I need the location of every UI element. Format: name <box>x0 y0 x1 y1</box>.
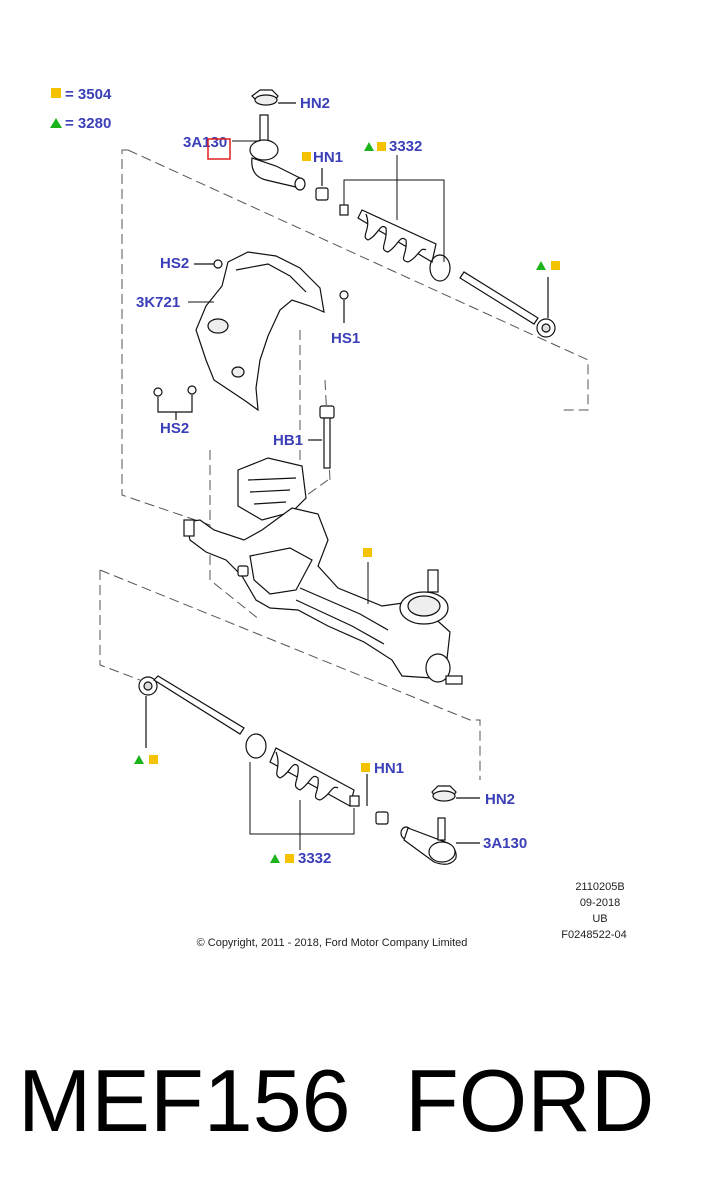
hn1-top-square-icon <box>302 152 311 161</box>
meta-line-3: UB <box>592 913 607 925</box>
inner-rod-bottom-square-icon <box>149 755 158 764</box>
nut-hn1-bottom <box>366 774 389 825</box>
label-hs2-top: HS2 <box>160 255 189 272</box>
label-3a130-top: 3A130 <box>183 134 227 151</box>
tie-rod-end-bottom <box>400 817 480 865</box>
inner-rod-top-triangle-icon <box>536 261 546 270</box>
steering-gear-housing <box>183 457 463 685</box>
meta-line-2: 09-2018 <box>580 897 620 909</box>
screw-hs2-top <box>194 259 223 269</box>
3332-bottom-square-icon <box>285 854 294 863</box>
legend-triangle-icon <box>50 118 62 128</box>
label-hn2-bottom: HN2 <box>485 791 515 808</box>
label-hs1: HS1 <box>331 330 360 347</box>
bolt-hb1 <box>308 405 335 469</box>
nut-hn1-top <box>315 168 329 201</box>
drawing-metadata: 2110205B 09-2018 UB F0248522-04 <box>561 881 626 941</box>
inner-tie-rod-top <box>459 271 556 338</box>
label-hb1: HB1 <box>273 432 303 449</box>
label-hn2-top: HN2 <box>300 95 330 112</box>
screw-hs1 <box>339 290 349 323</box>
inner-rod-bottom-triangle-icon <box>134 755 144 764</box>
highlight-box <box>207 138 231 160</box>
label-3332-top: 3332 <box>389 138 422 155</box>
3332-top-square-icon <box>377 142 386 151</box>
bracket-3332-bottom <box>249 762 355 835</box>
heat-shield <box>195 251 325 412</box>
tie-rod-end-top <box>249 114 306 191</box>
bracket-3332-top <box>343 179 445 262</box>
legend-square-icon <box>51 88 61 98</box>
housing-square-icon <box>363 548 372 557</box>
nut-hn2-bottom <box>431 785 480 802</box>
inner-tie-rod-bottom <box>138 675 245 748</box>
inner-rod-top-square-icon <box>551 261 560 270</box>
label-3a130-bottom: 3A130 <box>483 835 527 852</box>
copyright-text: © Copyright, 2011 - 2018, Ford Motor Com… <box>197 937 468 949</box>
label-hs2-bottom: HS2 <box>160 420 189 437</box>
caption: MEF156 FORD <box>0 1040 708 1200</box>
meta-line-1: 2110205B <box>575 881 624 893</box>
caption-brand: FORD <box>405 1051 655 1150</box>
caption-part-number: MEF156 <box>18 1051 351 1150</box>
3332-bottom-triangle-icon <box>270 854 280 863</box>
label-hn1-top: HN1 <box>313 149 343 166</box>
label-hn1-bottom: HN1 <box>374 760 404 777</box>
legend-triangle-text: = 3280 <box>65 115 111 132</box>
legend-square-text: = 3504 <box>65 86 112 103</box>
label-3332-bottom: 3332 <box>298 850 331 867</box>
3332-top-triangle-icon <box>364 142 374 151</box>
meta-line-4: F0248522-04 <box>561 929 626 941</box>
label-3k721: 3K721 <box>136 294 180 311</box>
nut-hn2-top <box>251 89 296 106</box>
screws-hs2-bottom <box>153 385 197 420</box>
legend: = 3504 = 3280 <box>50 86 112 132</box>
boot-top <box>339 204 451 282</box>
hn1-bottom-square-icon <box>361 763 370 772</box>
boot-bottom <box>245 733 360 807</box>
